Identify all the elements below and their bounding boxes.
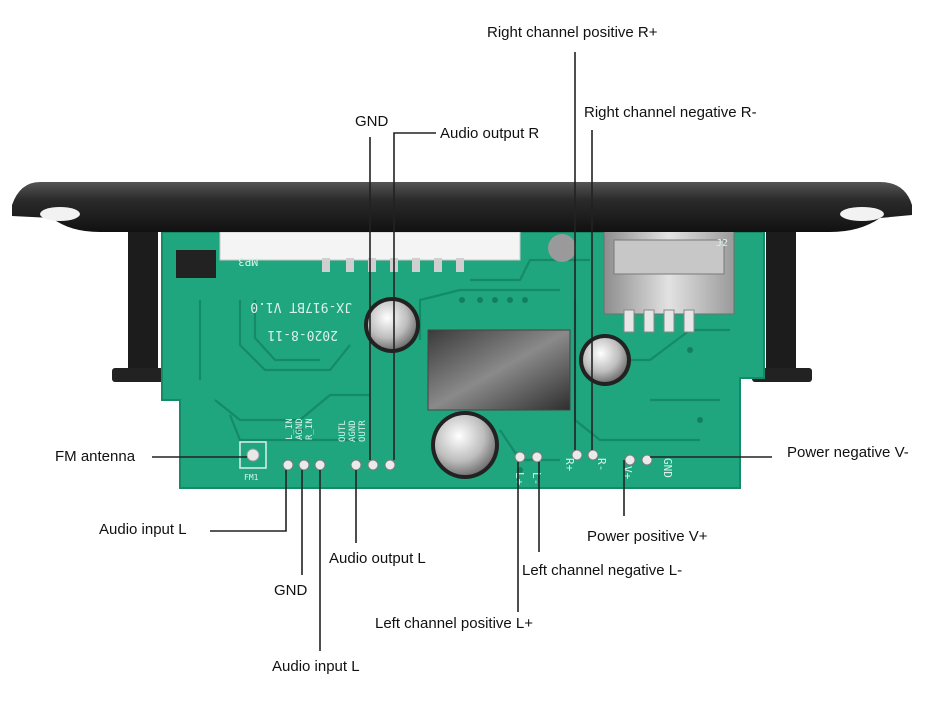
capacitor-3 — [431, 411, 499, 479]
audio-pads — [282, 459, 396, 471]
label-fm-antenna: FM antenna — [55, 448, 136, 465]
silk-gnd: GND — [661, 458, 674, 478]
silk-left-pins: L_IN AGND R_IN — [285, 418, 315, 440]
main-chip — [427, 329, 571, 411]
silk-l-minus: L- — [530, 472, 543, 485]
fm-antenna-pad — [239, 441, 267, 469]
label-gnd-bottom: GND — [274, 582, 308, 599]
label-audio-input-l-1: Audio input L — [99, 521, 187, 538]
label-power-positive: Power positive V+ — [587, 528, 708, 545]
silk-fm: FM1 — [244, 473, 259, 482]
left-post — [128, 230, 158, 380]
right-post-foot — [752, 368, 812, 382]
silk-r-minus: R- — [595, 458, 608, 471]
left-post-foot — [112, 368, 172, 382]
label-gnd-top: GND — [355, 113, 389, 130]
svg-text:L_IN: L_IN — [285, 418, 295, 440]
label-left-positive: Left channel positive L+ — [375, 615, 534, 632]
front-bezel — [12, 182, 912, 232]
silk-vplus: V+ — [621, 466, 634, 480]
silk-l-plus: L+ — [513, 472, 526, 486]
svg-text:AGND: AGND — [295, 418, 305, 440]
sd-slot-label: MP3 — [238, 255, 258, 268]
label-power-negative: Power negative V- — [787, 444, 909, 461]
bezel-hole-left — [40, 207, 80, 221]
svg-text:OUTR: OUTR — [358, 420, 368, 442]
bezel-hole-right — [840, 207, 884, 221]
capacitor-1 — [364, 297, 420, 353]
board-date: 2020-8-11 — [268, 327, 338, 342]
label-audio-input-l-2: Audio input L — [272, 658, 360, 675]
capacitor-2 — [579, 334, 631, 386]
label-audio-output-l: Audio output L — [329, 550, 426, 567]
silk-r-plus: R+ — [563, 458, 576, 472]
silk-right-pins: OUTL AGND OUTR — [338, 420, 368, 442]
label-right-positive: Right channel positive R+ — [487, 24, 658, 41]
small-led — [548, 234, 576, 262]
label-audio-output-r: Audio output R — [440, 125, 540, 142]
label-left-negative: Left channel negative L- — [522, 562, 683, 579]
svg-text:R_IN: R_IN — [305, 418, 315, 440]
speaker-pads — [514, 449, 653, 466]
leader-lines — [152, 52, 772, 651]
usb-pins — [623, 309, 695, 333]
pcb-vias — [297, 297, 703, 473]
svg-text:OUTL: OUTL — [338, 420, 348, 442]
usb-ref-label: J2 — [716, 238, 728, 249]
usb-port-inner — [613, 239, 725, 275]
svg-text:AGND: AGND — [348, 420, 358, 442]
board-model: JX-917BT V1.0 — [250, 299, 352, 314]
right-post — [766, 230, 796, 380]
label-right-negative: Right channel negative R- — [584, 104, 757, 121]
ir-receiver — [176, 250, 216, 278]
